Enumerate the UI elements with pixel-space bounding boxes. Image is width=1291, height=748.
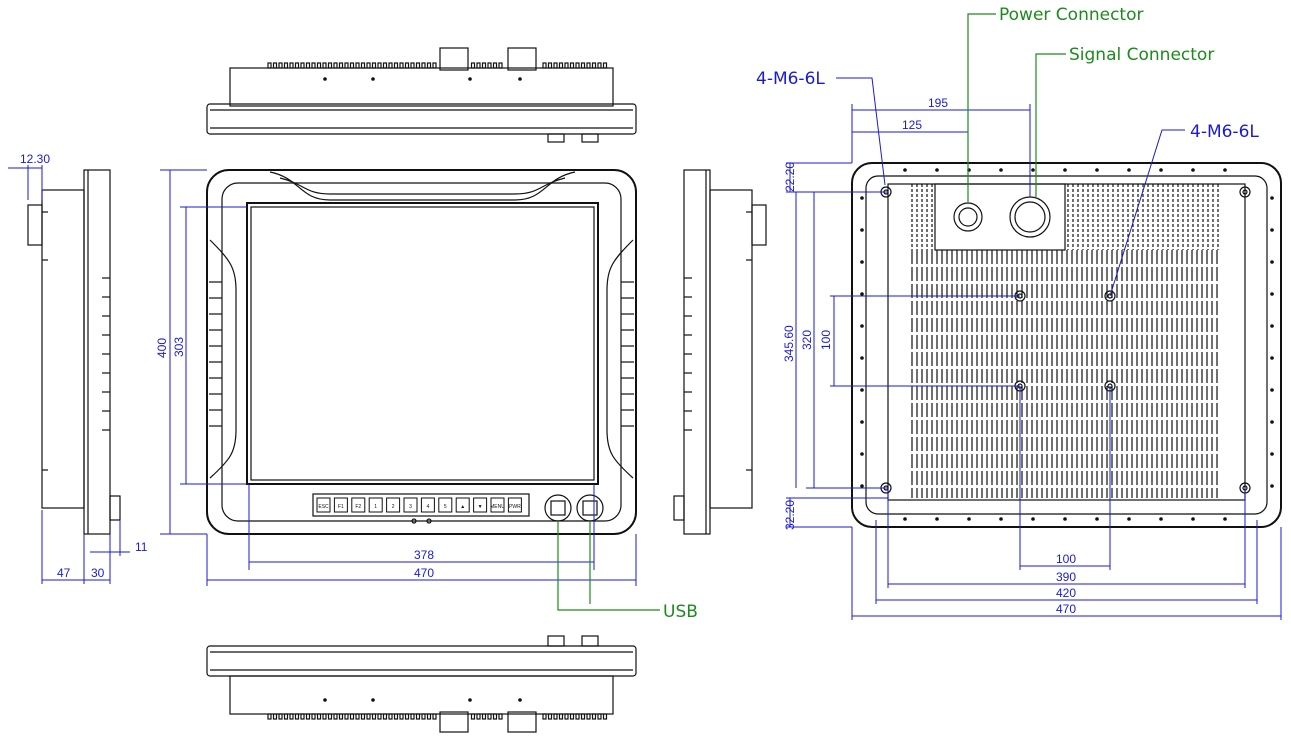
- svg-text:PWR: PWR: [509, 504, 521, 510]
- callout-mount-left: 4-M6-6L: [756, 69, 825, 89]
- power-connector-icon: [953, 202, 983, 232]
- dim-side-30: 30: [91, 566, 105, 580]
- svg-text:ESC: ESC: [318, 504, 329, 510]
- keypad-key: ▲: [455, 497, 470, 513]
- dim-side-top: 12.30: [20, 152, 50, 166]
- keypad-key: PWR: [507, 497, 522, 513]
- svg-text:5: 5: [444, 504, 447, 510]
- dim-rear-100-v: 100: [819, 330, 833, 350]
- svg-text:4: 4: [427, 504, 430, 510]
- dim-rear-320: 320: [800, 330, 814, 350]
- dim-side-11: 11: [135, 540, 148, 554]
- bottom-view: [206, 635, 637, 733]
- dim-rear-22-20: 22.20: [783, 162, 797, 192]
- dim-rear-470: 470: [1056, 602, 1076, 616]
- svg-text:▼: ▼: [478, 504, 483, 510]
- svg-text:3: 3: [409, 504, 412, 510]
- keypad-key: F1: [333, 497, 348, 513]
- keypad-key: 1: [368, 497, 383, 513]
- dim-front-470: 470: [414, 566, 434, 580]
- usb-port-2: [576, 494, 604, 522]
- svg-text:F1: F1: [338, 504, 344, 510]
- dim-side-47: 47: [57, 566, 71, 580]
- dim-rear-345-60: 345.60: [782, 325, 796, 362]
- dim-rear-100-h: 100: [1056, 552, 1076, 566]
- keypad: [312, 493, 530, 517]
- dim-front-303: 303: [172, 337, 186, 357]
- callout-usb: USB: [663, 602, 698, 622]
- callout-leaders: [557, 13, 1185, 611]
- left-side-view: [27, 169, 121, 535]
- keypad-key: ESC: [316, 497, 331, 513]
- keypad-key: 5: [438, 497, 453, 513]
- keypad-key: 2: [386, 497, 401, 513]
- dim-front-378: 378: [414, 548, 434, 562]
- keypad-key: 4: [420, 497, 435, 513]
- svg-text:F2: F2: [355, 504, 361, 510]
- top-view: [206, 47, 637, 143]
- rear-view: [851, 162, 1282, 528]
- callout-signal-connector: Signal Connector: [1069, 45, 1214, 65]
- svg-text:1: 1: [374, 504, 377, 510]
- keypad-key: ▼: [473, 497, 488, 513]
- front-view: ESC F1 F2 1 2 3 4 5 ▲ ▼ MENU PWR: [206, 169, 637, 535]
- dim-rear-195: 195: [928, 96, 948, 110]
- svg-text:▲: ▲: [460, 504, 465, 510]
- keypad-key: 3: [403, 497, 418, 513]
- usb-port-1: [544, 494, 572, 522]
- right-side-view: [673, 169, 767, 535]
- signal-connector-icon: [1009, 196, 1051, 238]
- dim-rear-420: 420: [1056, 586, 1076, 600]
- svg-text:MENU: MENU: [490, 504, 505, 510]
- dim-rear-125: 125: [902, 118, 922, 132]
- callout-power-connector: Power Connector: [999, 5, 1143, 25]
- keypad-key: F2: [351, 497, 366, 513]
- dimension-lines: [8, 104, 1282, 620]
- dim-rear-390: 390: [1056, 570, 1076, 584]
- dim-rear-32-20: 32.20: [783, 500, 797, 530]
- svg-text:2: 2: [392, 504, 395, 510]
- callout-mount-right: 4-M6-6L: [1190, 122, 1259, 142]
- keypad-key: MENU: [490, 497, 505, 513]
- lcd-screen: [246, 202, 599, 485]
- dim-front-400: 400: [155, 338, 169, 358]
